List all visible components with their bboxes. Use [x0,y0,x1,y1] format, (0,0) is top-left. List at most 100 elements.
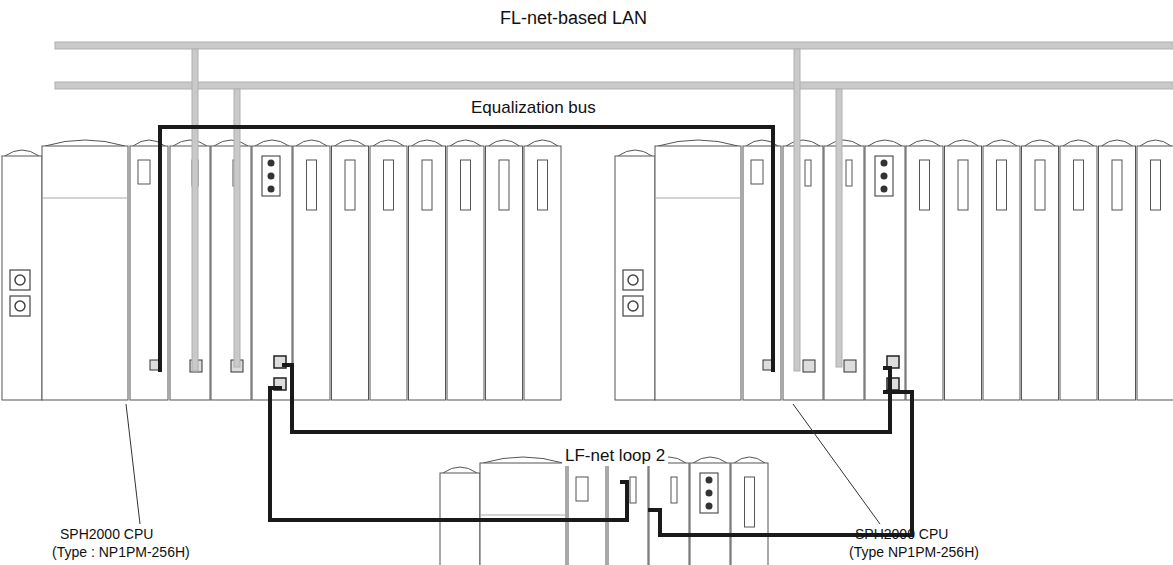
network-label: Equalization bus [468,98,599,118]
plc-module [293,140,330,400]
plc-module [211,140,251,400]
plc-rack [2,140,561,400]
module-top [214,140,248,146]
lf-indicator [706,503,713,510]
module-body [486,146,523,400]
module-body [865,146,905,400]
plc-rack [615,140,1173,400]
plc-module [824,140,864,400]
cpu-callout: SPH2000 CPU [60,526,153,542]
module-body [130,146,168,400]
module-top [450,140,481,146]
lf-indicator [881,160,888,167]
plc-module [783,140,823,400]
module-window [1074,160,1084,210]
leader-line [126,404,140,524]
lf-net-cable [282,365,890,432]
lan-drop [234,89,240,367]
cpu-switch [576,477,588,501]
module-window [422,160,432,210]
module-body [1099,146,1136,400]
plc-module [486,140,523,400]
lf-indicator [268,186,275,193]
cpu-switch [751,160,763,184]
lan-drops [192,49,842,371]
power-switch-knob [15,275,25,285]
power-switch [10,296,30,316]
plc-module [865,140,905,400]
module-window [1112,160,1122,210]
plc-module [983,140,1020,400]
network-label: LF-net loop 2 [562,446,668,466]
plc-module [2,150,42,400]
module-top [335,140,366,146]
module-top [658,140,738,146]
plc-module [130,140,168,400]
module-top [1025,140,1056,146]
module-window [958,160,968,210]
module-top [1102,140,1133,146]
module-body [170,146,210,400]
module-seam [655,198,741,199]
lf-panel [700,473,718,513]
lan-drop [836,89,842,367]
module-body [568,463,606,565]
plc-module [1060,140,1097,400]
module-body [370,146,407,400]
module-window [345,160,355,210]
plc-module [170,140,210,400]
module-body [743,146,781,400]
comm-port [803,360,815,372]
cpu-callout: (Type NP1PM-256H) [849,544,979,560]
plc-module [332,140,369,400]
module-body [983,146,1020,400]
module-window [997,160,1007,210]
power-switch [623,270,643,290]
lf-indicator [881,186,888,193]
plc-module [370,140,407,400]
lan-cable [55,82,1173,89]
module-body [1060,146,1097,400]
comm-led [805,160,811,186]
module-top [489,140,520,146]
lan-cable [55,42,1173,49]
module-body [332,146,369,400]
cpu-switch [138,160,150,184]
module-body [1022,146,1059,400]
comm-led [846,160,852,186]
module-body [447,146,484,400]
equalization-bus-cable [160,127,773,372]
module-top [909,140,940,146]
module-body [649,463,689,565]
plc-module [1137,140,1173,400]
module-top [868,140,902,146]
cpu-callout: (Type : NP1PM-256H) [52,544,190,560]
plc-module [731,457,768,565]
module-top [986,140,1017,146]
module-top [734,457,765,463]
power-switch-knob [628,275,638,285]
module-top [45,140,125,146]
module-body [480,463,566,565]
network-label: FL-net-based LAN [500,8,647,29]
module-top [443,467,477,473]
plc-module [655,140,741,400]
module-window [384,160,394,210]
module-top [173,140,207,146]
module-body [2,156,42,400]
module-top [483,457,563,463]
module-top [948,140,979,146]
module-body [293,146,330,400]
lf-indicator [268,173,275,180]
cpu-callout: SPH2000 CPU [855,526,948,542]
module-window [499,160,509,210]
lf-indicator [706,477,713,484]
plc-module [568,457,606,565]
module-body [945,146,982,400]
module-body [42,146,128,400]
power-switch-knob [15,301,25,311]
module-top [527,140,558,146]
module-top [296,140,327,146]
plc-module [42,140,128,400]
power-switch [623,296,643,316]
